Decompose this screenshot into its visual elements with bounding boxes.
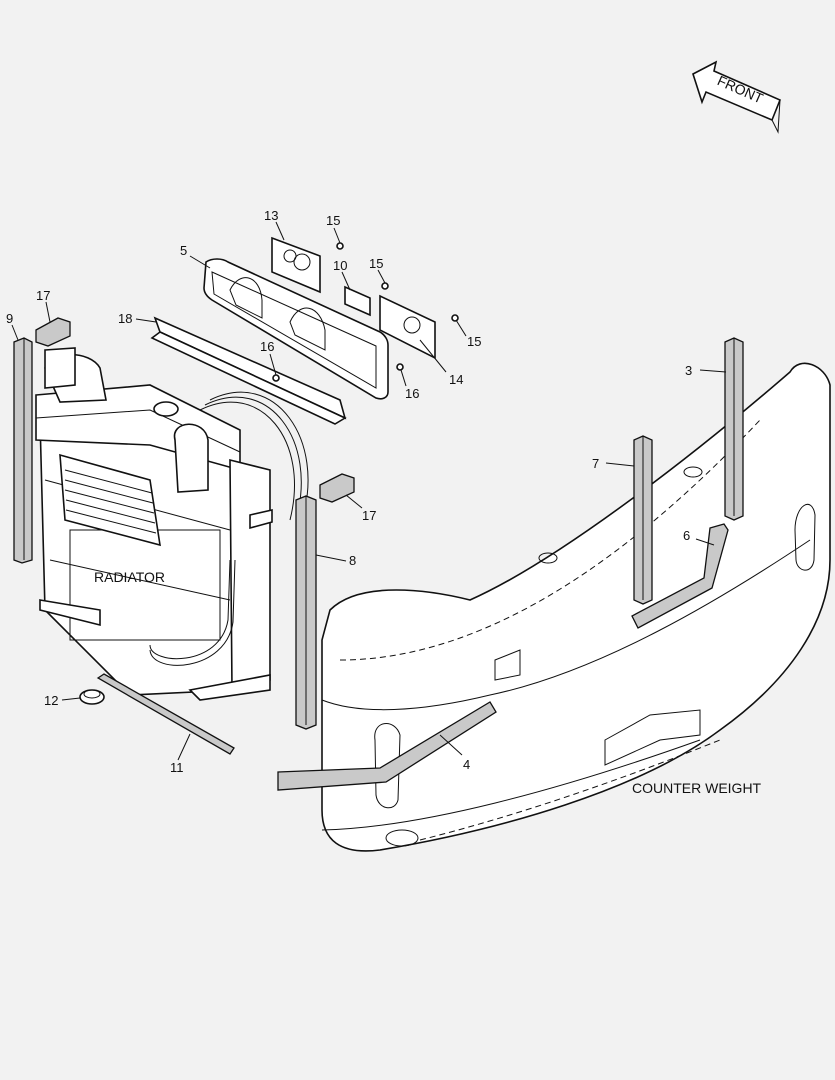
callout-15-top: 15	[326, 213, 340, 228]
part-5-cover	[203, 258, 389, 400]
bolt-15b-icon	[381, 282, 389, 290]
counter-weight	[321, 362, 831, 852]
radiator-label: RADIATOR	[94, 569, 165, 585]
bolt-16a-icon	[272, 374, 280, 382]
callout-10: 10	[333, 258, 347, 273]
part-8-seal	[295, 495, 317, 730]
part-13-plate	[271, 236, 321, 294]
callout-11: 11	[170, 760, 184, 775]
bolt-16b-icon	[396, 363, 404, 371]
radiator-assembly	[35, 347, 309, 701]
part-12-grommet	[79, 689, 105, 705]
part-11-seal	[96, 673, 235, 755]
callout-5: 5	[180, 243, 187, 258]
oil-cooler	[59, 453, 161, 547]
callout-6: 6	[683, 528, 690, 543]
counter-weight-label: COUNTER WEIGHT	[632, 780, 762, 796]
callout-17-upper: 17	[36, 288, 50, 303]
front-arrow-icon	[692, 60, 782, 134]
callout-14: 14	[449, 372, 463, 387]
bolt-15a-icon	[336, 242, 344, 250]
part-17-pad-lower	[319, 473, 355, 503]
callout-3: 3	[685, 363, 692, 378]
callout-16-right: 16	[405, 386, 419, 401]
part-6-seal	[631, 523, 729, 629]
callout-12: 12	[44, 693, 58, 708]
part-7-seal	[633, 435, 653, 605]
part-3-seal	[724, 337, 744, 521]
part-17-pad-upper	[35, 317, 71, 347]
callout-16-left: 16	[260, 339, 274, 354]
callout-9: 9	[6, 311, 13, 326]
part-4-seal	[277, 701, 497, 791]
part-18-rail	[150, 316, 347, 425]
part-9-seal	[13, 337, 33, 564]
bolt-15c-icon	[451, 314, 459, 322]
callout-17-lower: 17	[362, 508, 376, 523]
callout-18: 18	[118, 311, 132, 326]
part-10-plate	[344, 285, 371, 317]
leader-lines	[11, 221, 727, 761]
callout-4: 4	[463, 757, 470, 772]
callout-15-mid: 15	[369, 256, 383, 271]
callout-7: 7	[592, 456, 599, 471]
callout-13: 13	[264, 208, 278, 223]
callout-15-right: 15	[467, 334, 481, 349]
callout-8: 8	[349, 553, 356, 568]
